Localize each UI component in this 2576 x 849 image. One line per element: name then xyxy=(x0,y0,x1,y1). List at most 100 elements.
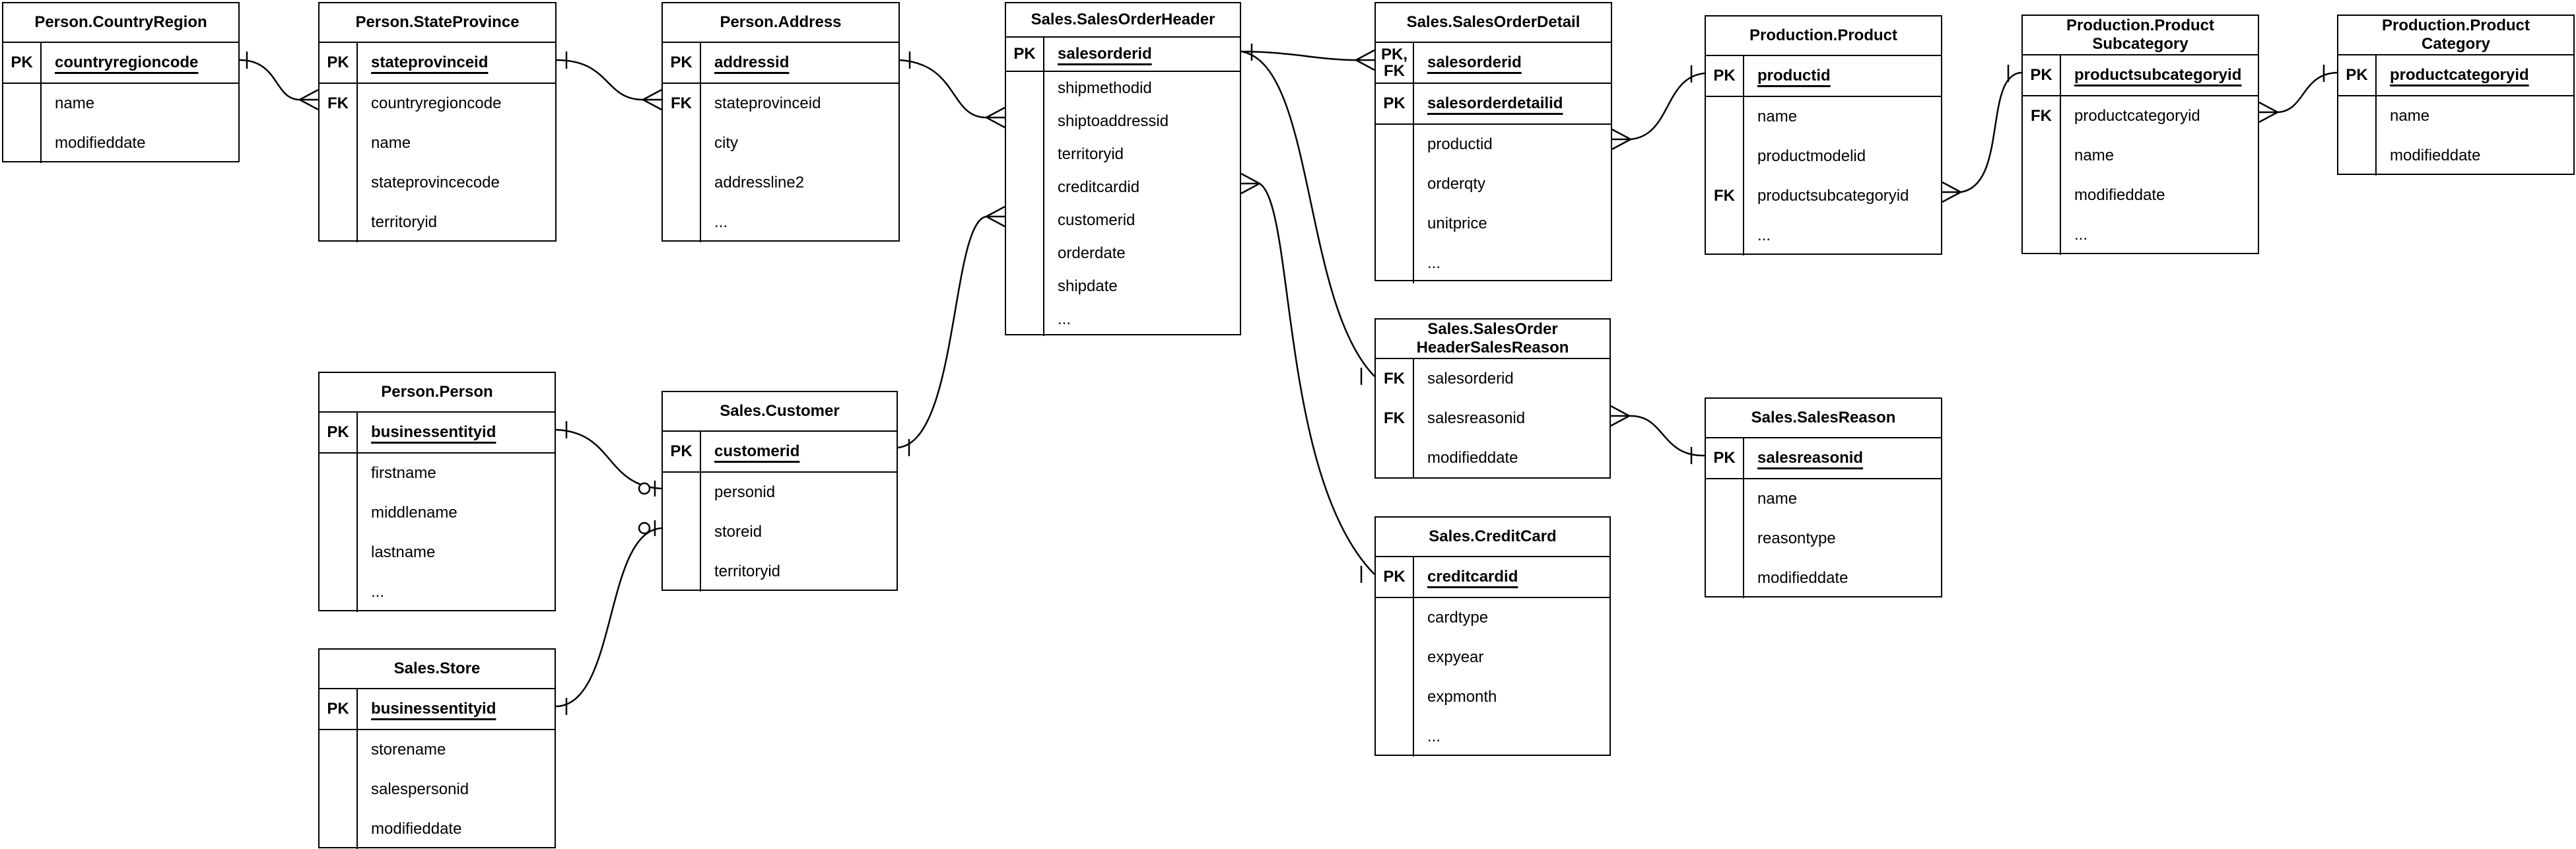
field-name: customerid xyxy=(714,442,800,460)
key-badge: PK xyxy=(2338,55,2377,95)
field-name: lastname xyxy=(371,543,436,561)
field-name: salesorderdetailid xyxy=(1427,94,1563,112)
field-name: ... xyxy=(714,213,728,231)
field-name: name xyxy=(371,134,411,152)
field-row-more: ... xyxy=(1706,216,1941,255)
relationship-line xyxy=(897,215,987,449)
entity-title: Sales.Customer xyxy=(720,402,840,421)
field-name: productid xyxy=(1757,67,1831,85)
key-badge: FK xyxy=(1376,359,1414,399)
field-row-modifieddate: modifieddate xyxy=(320,809,555,849)
relationship-line xyxy=(1240,50,1357,61)
field-name: territoryid xyxy=(714,562,781,580)
field-name: modifieddate xyxy=(55,134,146,152)
relationship-sales-salesorderheader--sales-salesorderdetail xyxy=(1240,44,1375,71)
key-badge: PK xyxy=(1706,56,1744,96)
key-badge: PK xyxy=(320,689,358,729)
field-row-territoryid: territoryid xyxy=(1006,138,1240,171)
relationship-person-address--sales-salesorderheader xyxy=(899,51,1005,129)
field-name: salesreasonid xyxy=(1427,409,1526,427)
key-badge xyxy=(1006,138,1044,171)
field-name: countryregioncode xyxy=(371,94,502,112)
field-row-firstname: firstname xyxy=(320,454,555,493)
relationship-line xyxy=(1960,71,2022,193)
cardinality-zero-or-one-icon xyxy=(638,481,656,496)
key-badge xyxy=(320,123,358,163)
entity-title: Sales.SalesOrder HeaderSalesReason xyxy=(1416,320,1569,357)
relationship-line xyxy=(2277,71,2338,114)
field-row-storename: storename xyxy=(320,730,555,770)
field-row-more: ... xyxy=(2023,215,2258,255)
field-row-name: name xyxy=(1706,97,1941,137)
relationship-line xyxy=(555,527,662,708)
relationship-line xyxy=(899,59,987,119)
field-name: ... xyxy=(371,583,385,601)
field-row-expmonth: expmonth xyxy=(1376,677,1610,717)
relationship-sales-salesorderheader--sales-creditcard xyxy=(1240,172,1375,583)
field-row-more: ... xyxy=(1376,717,1610,757)
field-row-orderdate: orderdate xyxy=(1006,237,1240,270)
entity-section: storename salespersonid modifieddate xyxy=(320,729,555,849)
key-badge: PK xyxy=(663,43,701,83)
field-row-productmodelid: productmodelid xyxy=(1706,137,1941,176)
key-badge xyxy=(1706,97,1744,137)
key-badge xyxy=(2338,96,2377,136)
key-badge xyxy=(1006,303,1044,336)
field-name: salesorderid xyxy=(1427,53,1522,71)
field-row-salespersonid: salespersonid xyxy=(320,770,555,809)
field-name: expmonth xyxy=(1427,688,1497,706)
relationship-line xyxy=(556,59,644,101)
field-row-unitprice: unitprice xyxy=(1376,204,1611,244)
key-badge: PK xyxy=(320,43,358,83)
field-name: salesorderid xyxy=(1058,45,1152,63)
field-name: salespersonid xyxy=(371,780,469,798)
key-badge xyxy=(1706,137,1744,176)
entity-title: Sales.CreditCard xyxy=(1429,527,1557,546)
field-name: productsubcategoryid xyxy=(2074,66,2242,84)
field-row-customerid: customerid xyxy=(1006,204,1240,237)
key-badge xyxy=(1376,638,1414,677)
field-row-stateprovincecode: stateprovincecode xyxy=(320,163,555,203)
field-row-reasontype: reasontype xyxy=(1706,519,1941,559)
cardinality-many-icon xyxy=(986,106,1005,129)
field-row-shiptoaddressid: shiptoaddressid xyxy=(1006,105,1240,138)
field-row-modifieddate: modifieddate xyxy=(1706,559,1941,598)
field-row-name: name xyxy=(2023,136,2258,176)
field-row-cardtype: cardtype xyxy=(1376,598,1610,638)
field-name: salesreasonid xyxy=(1757,449,1864,467)
key-badge xyxy=(320,809,358,849)
field-name: modifieddate xyxy=(2390,147,2481,164)
field-name: middlename xyxy=(371,504,458,522)
field-row-orderqty: orderqty xyxy=(1376,164,1611,204)
field-row-expyear: expyear xyxy=(1376,638,1610,677)
